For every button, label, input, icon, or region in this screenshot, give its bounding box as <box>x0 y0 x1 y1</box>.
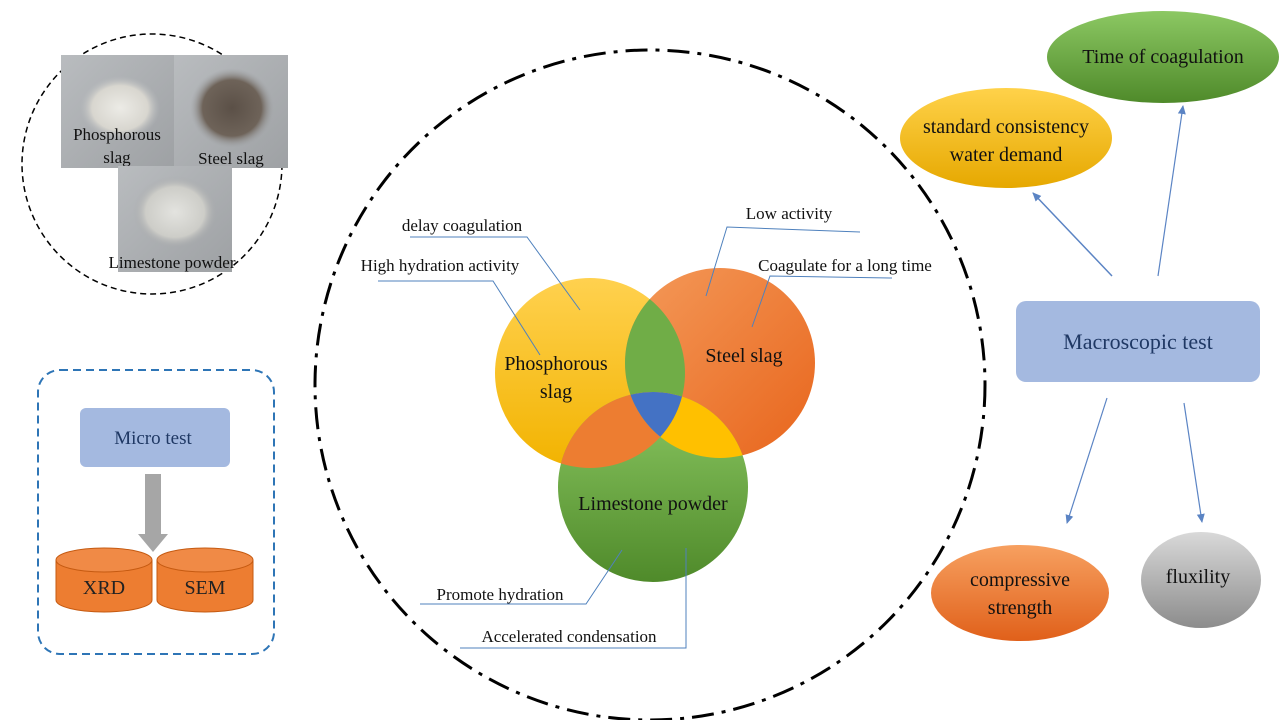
venn-annotations: delay coagulation High hydration activit… <box>361 204 932 649</box>
leader-coagulate-long-time <box>751 275 893 328</box>
sem-label: SEM <box>184 577 225 599</box>
micro-test-group: Micro test XRD SEM <box>37 369 275 655</box>
annotation-accelerated-condensation: Accelerated condensation <box>481 627 657 646</box>
macroscopic-test-box <box>1016 301 1260 382</box>
leader-accelerated-condensation <box>460 548 687 649</box>
arrow-to-compressive-strength <box>1065 397 1108 524</box>
central-dashdot-circle <box>313 48 987 720</box>
venn-limestone-powder-label: Limestone powder <box>578 493 728 515</box>
standard-consistency-label-1: standard consistency <box>923 116 1089 138</box>
annotation-high-hydration-activity: High hydration activity <box>361 256 520 275</box>
compressive-strength-ellipse <box>931 545 1109 641</box>
phosphorous-slag-photo-label-1: Phosphorous <box>73 125 161 144</box>
limestone-powder-photo-label: Limestone powder <box>109 253 236 272</box>
leader-delay-coagulation <box>410 236 581 311</box>
xrd-label: XRD <box>83 577 125 599</box>
venn-phosphorous-slag-label-2: slag <box>540 381 572 403</box>
steel-slag-photo: Steel slag <box>174 55 288 168</box>
annotation-promote-hydration: Promote hydration <box>436 585 564 604</box>
phosphorous-slag-photo: Phosphorous slag <box>61 55 174 168</box>
limestone-powder-photo: Limestone powder <box>109 166 236 272</box>
micro-test-dashed-box <box>37 369 275 655</box>
venn-phosphorous-slag-label-1: Phosphorous <box>504 353 608 375</box>
leader-low-activity <box>705 226 861 297</box>
time-of-coagulation-label: Time of coagulation <box>1082 46 1243 68</box>
arrow-to-fluxility <box>1183 402 1205 523</box>
standard-consistency-ellipse <box>900 88 1112 188</box>
fluxility-ellipse <box>1141 532 1261 628</box>
materials-group: Phosphorous slag Steel slag Limestone po… <box>21 33 288 295</box>
micro-test-label: Micro test <box>114 428 192 449</box>
macroscopic-test-label: Macroscopic test <box>1063 329 1213 354</box>
fluxility-label: fluxility <box>1166 566 1230 588</box>
compressive-strength-label-1: compressive <box>970 569 1070 591</box>
micro-test-box <box>80 408 230 467</box>
venn-overlap-ss-lp <box>625 392 748 458</box>
annotation-delay-coagulation: delay coagulation <box>402 216 523 235</box>
sem-cylinder: SEM <box>156 547 254 613</box>
xrd-cylinder: XRD <box>55 547 153 613</box>
venn-diagram: Phosphorous slag Steel slag Limestone po… <box>495 268 815 582</box>
phosphorous-slag-photo-label-2: slag <box>103 148 131 167</box>
leader-high-hydration-activity <box>378 280 541 356</box>
steel-slag-photo-label: Steel slag <box>198 149 264 168</box>
time-of-coagulation-ellipse <box>1047 11 1279 103</box>
leader-promote-hydration <box>420 549 623 605</box>
arrow-to-time-of-coagulation <box>1157 105 1186 277</box>
compressive-strength-label-2: strength <box>988 597 1052 619</box>
arrow-to-standard-consistency <box>1032 192 1113 277</box>
standard-consistency-label-2: water demand <box>950 144 1063 166</box>
annotation-low-activity: Low activity <box>746 204 833 223</box>
venn-steel-slag-label: Steel slag <box>705 345 782 367</box>
macro-test-group: Macroscopic test Time of coagulation sta… <box>900 11 1279 641</box>
micro-down-arrow <box>138 474 168 552</box>
venn-overlap-ps-lp <box>558 392 685 468</box>
annotation-coagulate-long-time: Coagulate for a long time <box>758 256 932 275</box>
